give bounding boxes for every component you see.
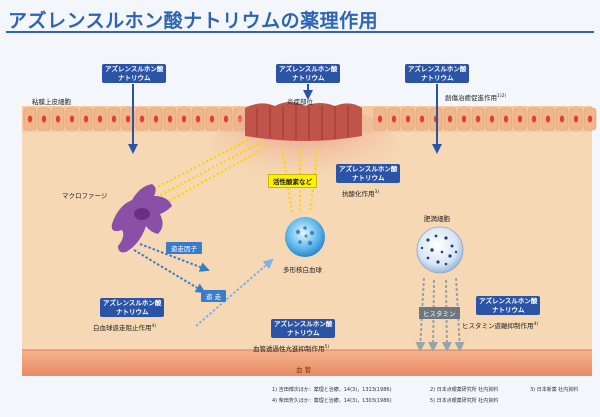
epithelial-nucleus bbox=[475, 115, 481, 123]
drug-name-line2: ナトリウム bbox=[351, 173, 385, 182]
macrophage-cell bbox=[111, 184, 172, 253]
ref-mark-histamine: 4) bbox=[533, 321, 539, 327]
label-inflammation-site: 炎症部位 bbox=[287, 98, 313, 106]
epithelial-nucleus bbox=[111, 115, 117, 123]
migration-tag: 遊 走 bbox=[201, 290, 227, 302]
epithelial-nucleus bbox=[27, 115, 33, 123]
epithelial-nucleus bbox=[41, 115, 47, 123]
label-histamine-inhibit-text: ヒスタミン遊離抑制作用 bbox=[462, 322, 534, 330]
label-vascular-inhibit: 血管透過性亢進抑制作用5) bbox=[253, 343, 329, 353]
drug-box-leukocyte: アズレンスルホン酸 ナトリウム bbox=[100, 298, 165, 317]
ros-badge: 活性酸素など bbox=[268, 174, 317, 188]
label-neutrophil: 多形核白血球 bbox=[283, 266, 322, 274]
inflamed-cells bbox=[245, 102, 362, 141]
epithelial-nucleus bbox=[125, 115, 131, 123]
drug-name-line1: アズレンスルホン酸 bbox=[408, 65, 467, 73]
epithelial-nucleus bbox=[531, 115, 537, 123]
histamine-tag: ヒスタミン bbox=[419, 307, 460, 319]
epithelial-nucleus bbox=[223, 115, 229, 123]
label-leukocyte-inhibit: 白血球遊走阻止作用4) bbox=[93, 322, 156, 332]
label-wound-healing: 創傷治癒促進作用1)2) bbox=[445, 92, 506, 102]
drug-box-histamine: アズレンスルホン酸 ナトリウム bbox=[476, 296, 541, 315]
label-antioxidant: 抗酸化作用3) bbox=[342, 188, 379, 198]
drug-name-line1: アズレンスルホン酸 bbox=[479, 297, 538, 305]
epithelial-nucleus bbox=[83, 115, 89, 123]
epithelial-nucleus bbox=[573, 115, 579, 123]
reference-3: 3) 日本新薬 社内資料 bbox=[530, 387, 579, 393]
epithelial-nucleus bbox=[559, 115, 565, 123]
neutrophil-cell bbox=[285, 217, 325, 257]
label-macrophage: マクロファージ bbox=[62, 192, 108, 200]
neutrophil-migration-arrow bbox=[195, 258, 274, 327]
mast-cell bbox=[416, 226, 464, 274]
ref-mark-antioxidant: 3) bbox=[374, 189, 380, 195]
drug-name-line2: ナトリウム bbox=[117, 73, 151, 82]
drug-name-line2: ナトリウム bbox=[491, 305, 525, 314]
label-blood-vessel: 血 管 bbox=[296, 366, 312, 374]
reference-5: 5) 日本点眼薬研究所 社内資料 bbox=[430, 398, 499, 404]
epithelial-nucleus bbox=[181, 115, 187, 123]
drug-name-line1: アズレンスルホン酸 bbox=[274, 320, 333, 328]
blood-vessel-band bbox=[22, 350, 592, 376]
epithelial-nucleus bbox=[195, 115, 201, 123]
epithelial-nucleus bbox=[419, 115, 425, 123]
ref-mark-wound: 1)2) bbox=[497, 93, 507, 99]
migration-factor-arrows bbox=[133, 243, 210, 294]
label-antioxidant-text: 抗酸化作用 bbox=[342, 190, 375, 198]
drug-name-line2: ナトリウム bbox=[115, 307, 149, 316]
drug-box-inflammation: アズレンスルホン酸 ナトリウム bbox=[276, 64, 341, 83]
reference-2: 2) 日本点眼薬研究所 社内資料 bbox=[430, 387, 499, 393]
epithelial-nucleus bbox=[377, 115, 383, 123]
epithelial-nucleus bbox=[587, 115, 593, 123]
ref-mark-vascular: 5) bbox=[324, 344, 330, 350]
drug-name-line1: アズレンスルホン酸 bbox=[103, 299, 162, 307]
epithelial-nucleus bbox=[489, 115, 495, 123]
epithelial-nucleus bbox=[447, 115, 453, 123]
drug-box-antioxidant: アズレンスルホン酸 ナトリウム bbox=[336, 164, 401, 183]
epithelial-nucleus bbox=[167, 115, 173, 123]
label-histamine-inhibit: ヒスタミン遊離抑制作用4) bbox=[462, 320, 538, 330]
epithelial-nucleus bbox=[97, 115, 103, 123]
epithelial-nucleus bbox=[139, 115, 145, 123]
drug-name-line2: ナトリウム bbox=[420, 73, 454, 82]
epithelial-nucleus bbox=[391, 115, 397, 123]
epithelial-nucleus bbox=[503, 115, 509, 123]
drug-box-wound-site: アズレンスルホン酸 ナトリウム bbox=[102, 64, 167, 83]
epithelial-nucleus bbox=[209, 115, 215, 123]
label-vascular-inhibit-text: 血管透過性亢進抑制作用 bbox=[253, 345, 325, 353]
drug-name-line1: アズレンスルホン酸 bbox=[339, 165, 398, 173]
epithelial-nucleus bbox=[69, 115, 75, 123]
ref-mark-leukocyte: 4) bbox=[151, 323, 157, 329]
epithelial-nucleus bbox=[517, 115, 523, 123]
drug-name-line1: アズレンスルホン酸 bbox=[105, 65, 164, 73]
epithelial-nucleus bbox=[461, 115, 467, 123]
page-title: アズレンスルホン酸ナトリウムの薬理作用 bbox=[8, 10, 379, 32]
epithelial-nucleus bbox=[545, 115, 551, 123]
epithelial-nucleus bbox=[405, 115, 411, 123]
title-rule bbox=[6, 31, 594, 33]
reference-1: 1) 吉田博次ほか：薬理と治療，14(3)，1313(1986) bbox=[272, 387, 392, 393]
epithelial-nucleus bbox=[153, 115, 159, 123]
label-wound-healing-text: 創傷治癒促進作用 bbox=[445, 94, 497, 102]
drug-name-line2: ナトリウム bbox=[286, 328, 320, 337]
label-epithelium: 粘膜上皮細胞 bbox=[32, 98, 71, 106]
label-leukocyte-inhibit-text: 白血球遊走阻止作用 bbox=[93, 324, 152, 332]
epithelial-nucleus bbox=[55, 115, 61, 123]
migration-factor-tag: 遊走因子 bbox=[166, 242, 202, 254]
drug-name-line1: アズレンスルホン酸 bbox=[279, 65, 338, 73]
label-mast-cell: 肥満細胞 bbox=[424, 215, 450, 223]
drug-box-wound-healing: アズレンスルホン酸 ナトリウム bbox=[405, 64, 470, 83]
drug-box-vascular: アズレンスルホン酸 ナトリウム bbox=[271, 319, 336, 338]
drug-name-line2: ナトリウム bbox=[291, 73, 325, 82]
reference-4: 4) 柴田芳久ほか：薬理と治療，14(3)，1303(1986) bbox=[272, 398, 392, 404]
